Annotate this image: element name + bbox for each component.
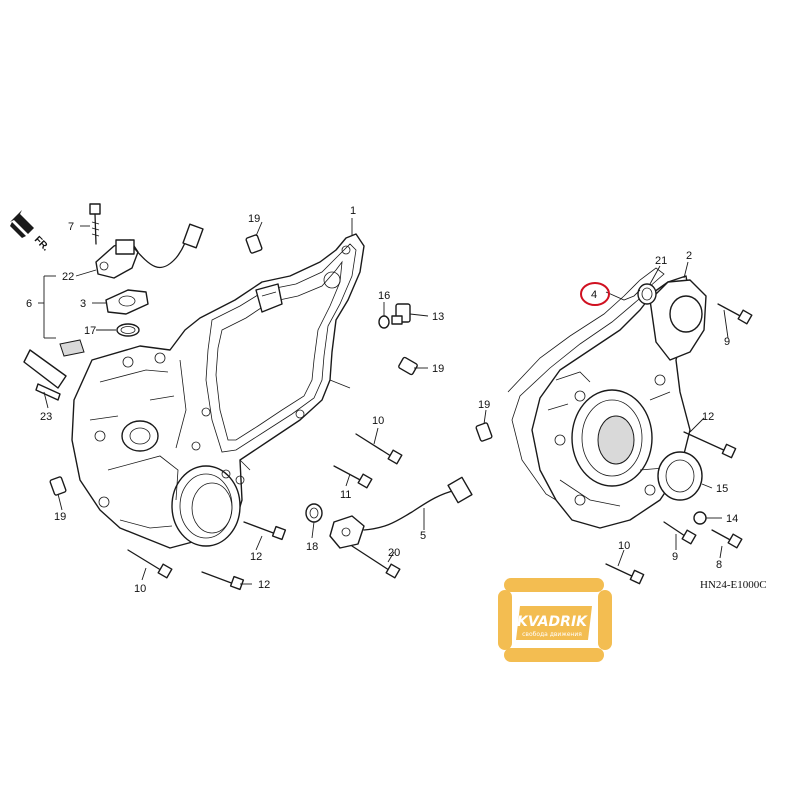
callout-9-top[interactable]: 9 (724, 336, 730, 348)
dowel-19-d (475, 422, 493, 442)
front-direction-mark: FR. (10, 210, 51, 254)
callout-19-top[interactable]: 19 (248, 213, 260, 225)
callout-22[interactable]: 22 (62, 271, 74, 283)
plug-13 (391, 303, 411, 325)
diagram-code: HN24-E1000C (700, 579, 767, 591)
callout-5[interactable]: 5 (420, 530, 426, 542)
dowel-19-b (398, 356, 418, 376)
callout-14[interactable]: 14 (726, 513, 738, 525)
sensor-5 (329, 476, 473, 549)
watermark-tagline: свобода движения (522, 631, 582, 638)
front-direction-label: FR. (32, 234, 51, 253)
tire-bottom (504, 648, 604, 662)
callout-10-left[interactable]: 10 (134, 583, 146, 595)
leader-lines (38, 218, 729, 585)
bolt-7 (89, 203, 101, 245)
callout-12-center[interactable]: 12 (250, 551, 262, 563)
callout-12-right[interactable]: 12 (702, 411, 714, 423)
o-ring-17 (116, 323, 140, 337)
callout-10-right[interactable]: 10 (618, 540, 630, 552)
oil-seal-15 (657, 451, 703, 501)
callout-8[interactable]: 8 (716, 559, 722, 571)
callout-18[interactable]: 18 (306, 541, 318, 553)
callout-20[interactable]: 20 (388, 547, 400, 559)
callout-2[interactable]: 2 (686, 250, 692, 262)
right-crankcase-cover (507, 267, 707, 529)
callout-3[interactable]: 3 (80, 298, 86, 310)
left-crankcase (71, 233, 365, 549)
clip-23 (23, 349, 67, 401)
label-6 (59, 339, 85, 357)
dowel-19-c (49, 476, 67, 496)
tire-left (498, 590, 512, 650)
callout-16[interactable]: 16 (378, 290, 390, 302)
callout-19-right[interactable]: 19 (478, 399, 490, 411)
callout-13[interactable]: 13 (432, 311, 444, 323)
callout-4[interactable]: 4 (591, 289, 597, 301)
callout-11[interactable]: 11 (340, 489, 351, 501)
watermark-brand: KVADRIK (517, 614, 588, 630)
o-ring-18 (305, 503, 323, 523)
tire-top (504, 578, 604, 592)
tire-right (598, 590, 612, 650)
callout-17[interactable]: 17 (84, 325, 96, 337)
bolts (127, 303, 753, 591)
callout-19-center[interactable]: 19 (432, 363, 444, 375)
callout-7[interactable]: 7 (68, 221, 74, 233)
sensor-22 (95, 223, 204, 279)
callouts: 1 2 3 4 5 6 7 8 9 9 10 10 10 11 12 12 12… (26, 205, 738, 595)
callout-12-bottom[interactable]: 12 (258, 579, 270, 591)
callout-19-left[interactable]: 19 (54, 511, 66, 523)
callout-21[interactable]: 21 (655, 255, 667, 267)
washer-16 (378, 315, 390, 329)
callout-15[interactable]: 15 (716, 483, 728, 495)
callout-10-center[interactable]: 10 (372, 415, 384, 427)
callout-6[interactable]: 6 (26, 298, 32, 310)
plate-3 (105, 289, 149, 315)
callout-4-highlight-ring (580, 282, 610, 306)
callout-23[interactable]: 23 (40, 411, 52, 423)
washer-14 (693, 511, 707, 525)
callout-9-bottom[interactable]: 9 (672, 551, 678, 563)
watermark-logo: KVADRIK свобода движения (498, 578, 612, 662)
dowel-19-a (245, 234, 263, 254)
callout-1[interactable]: 1 (350, 205, 356, 217)
